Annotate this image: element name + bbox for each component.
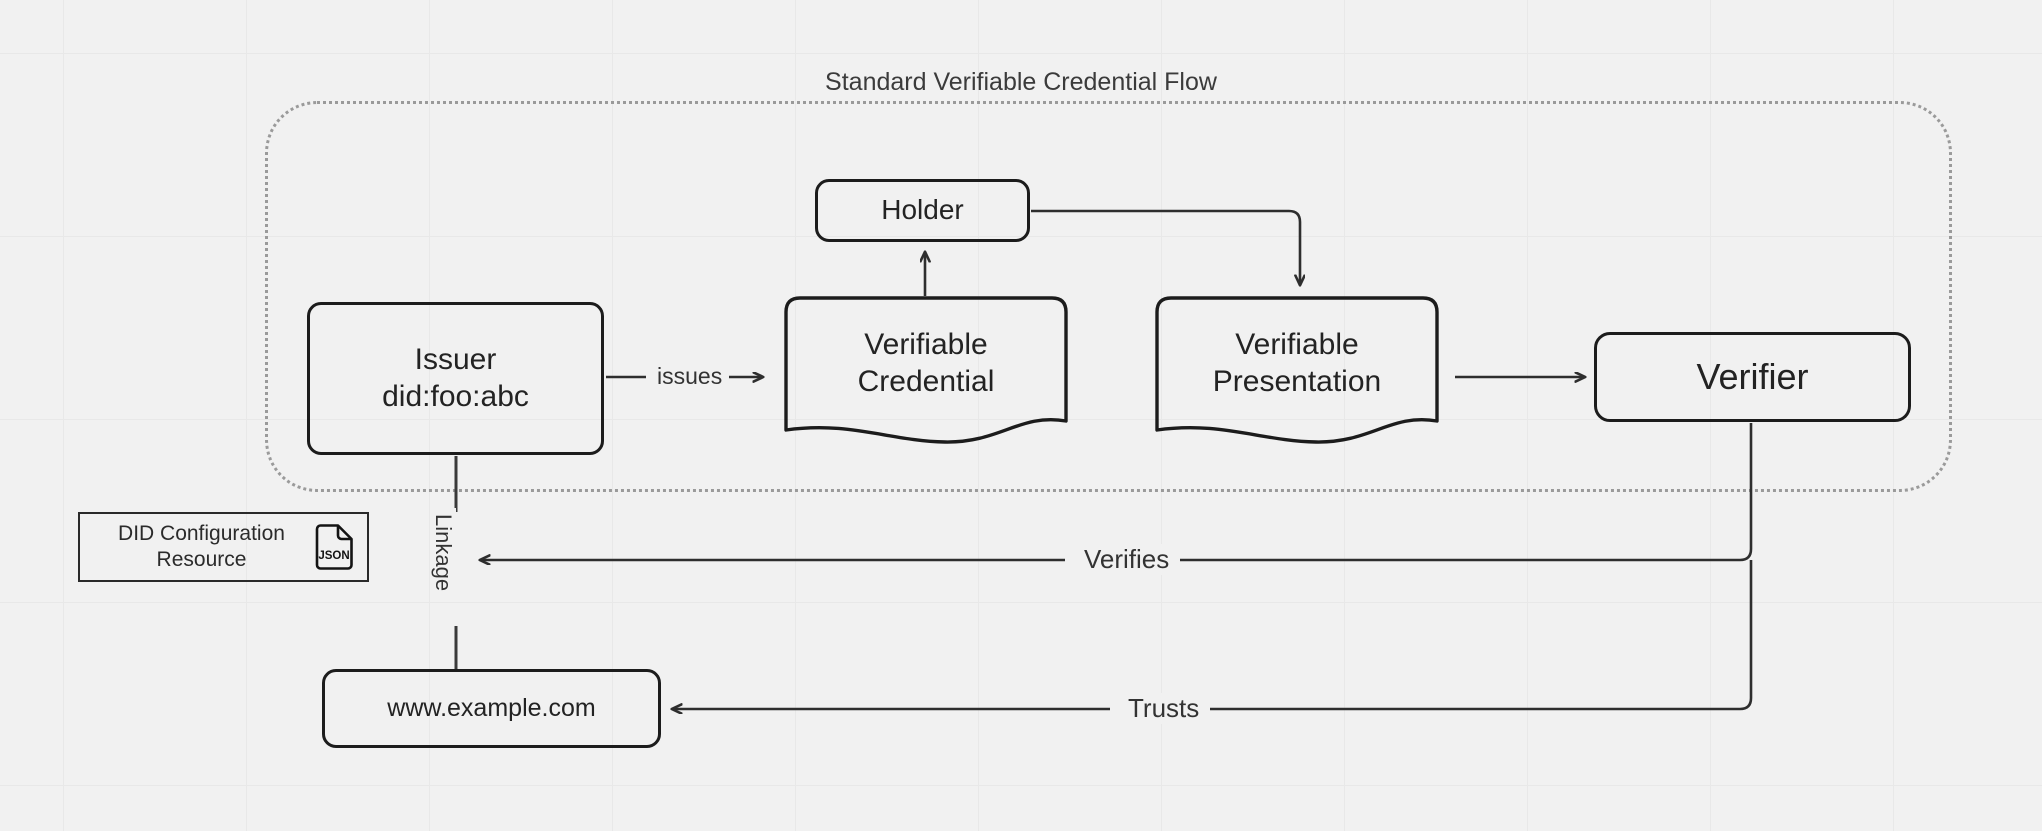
edge-label-linkage: Linkage <box>430 508 456 598</box>
edge-verifier-trusts <box>672 560 1753 709</box>
json-icon-text: JSON <box>318 550 349 562</box>
node-did-configuration-resource-label: DID Configuration Resource <box>118 521 285 572</box>
node-verifiable-credential-label: Verifiable Credential <box>770 327 1082 400</box>
node-didconfig-line1: DID Configuration <box>118 522 285 546</box>
node-verifiable-credential[interactable]: Verifiable Credential <box>770 295 1082 455</box>
edge-label-verifies: Verifies <box>1073 544 1181 575</box>
node-issuer[interactable]: Issuer did:foo:abc <box>307 302 604 455</box>
group-title: Standard Verifiable Credential Flow <box>825 68 1217 96</box>
node-verifiable-presentation-label: Verifiable Presentation <box>1141 327 1453 400</box>
node-issuer-line2: did:foo:abc <box>382 379 529 413</box>
node-vp-line1: Verifiable <box>1235 328 1359 361</box>
node-issuer-label: Issuer did:foo:abc <box>382 342 529 415</box>
node-website[interactable]: www.example.com <box>322 669 661 748</box>
node-issuer-line1: Issuer <box>414 342 497 376</box>
document-shape-icon <box>1155 296 1439 444</box>
node-vc-line1: Verifiable <box>864 328 988 361</box>
document-shape-icon <box>784 296 1068 444</box>
group-container-boundary <box>265 101 1952 492</box>
node-verifiable-presentation[interactable]: Verifiable Presentation <box>1141 295 1453 455</box>
edge-label-issues: issues <box>650 363 730 390</box>
node-holder[interactable]: Holder <box>815 179 1030 242</box>
node-did-configuration-resource[interactable]: DID Configuration Resource <box>78 512 369 582</box>
node-vp-line2: Presentation <box>1212 364 1382 398</box>
node-vc-line2: Credential <box>857 364 995 398</box>
edge-label-trusts: Trusts <box>1117 693 1211 724</box>
json-file-icon: JSON <box>315 524 353 570</box>
node-didconfig-line2: Resource <box>156 548 247 571</box>
node-verifier[interactable]: Verifier <box>1594 332 1911 422</box>
